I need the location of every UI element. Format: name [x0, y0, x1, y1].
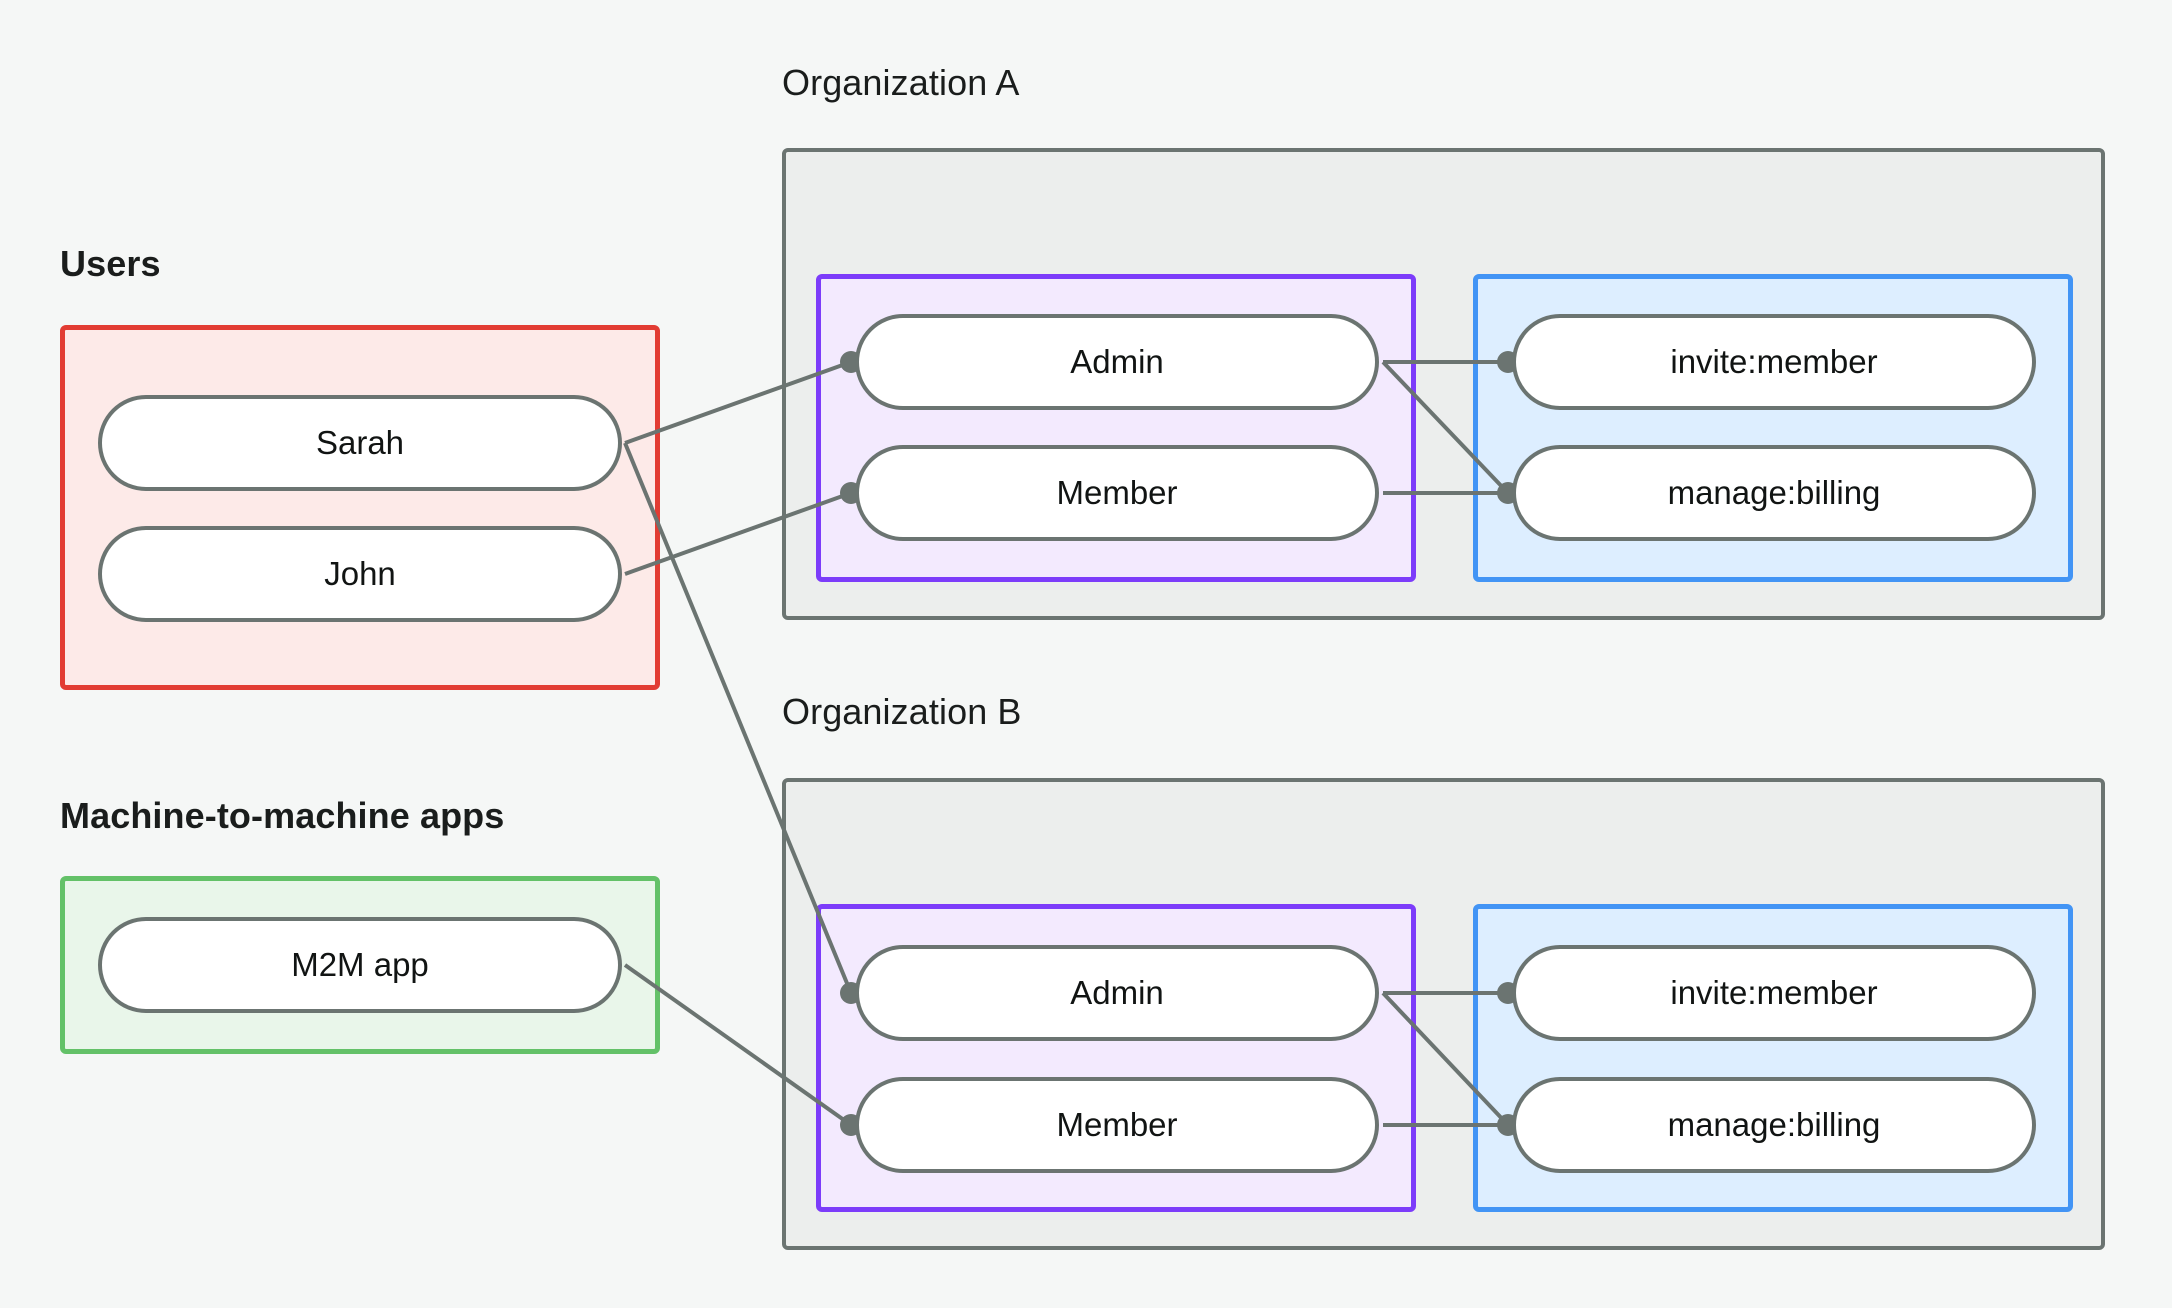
organization-a-permission-pill-manage-billing[interactable]: manage:billing — [1512, 445, 2036, 541]
organization-b-caption: Organization B — [782, 691, 1022, 732]
organization-a-caption: Organization A — [782, 62, 1020, 103]
organization-a-role-pill-member[interactable]: Member — [855, 445, 1379, 541]
user-label-sarah: Sarah — [315, 424, 405, 461]
user-label-john: John — [324, 555, 396, 592]
organization-b-permission-label-invite-member: invite:member — [1670, 974, 1878, 1011]
organization-a-permission-pill-invite-member[interactable]: invite:member — [1512, 314, 2036, 410]
user-pill-sarah[interactable]: Sarah — [98, 395, 622, 491]
users-group-box — [60, 325, 660, 690]
user-pill-john[interactable]: John — [98, 526, 622, 622]
organization-b-permission-pill-manage-billing[interactable]: manage:billing — [1512, 1077, 2036, 1173]
organization-b-permission-pill-invite-member[interactable]: invite:member — [1512, 945, 2036, 1041]
m2m-label-app: M2M app — [291, 946, 429, 983]
machine-apps-caption: Machine-to-machine apps — [60, 795, 505, 836]
organization-a-role-label-admin: Admin — [1070, 343, 1164, 380]
users-caption: Users — [60, 243, 161, 284]
organization-b-role-label-admin: Admin — [1070, 974, 1164, 1011]
organization-b-permission-label-manage-billing: manage:billing — [1667, 1106, 1881, 1143]
organization-b-role-pill-admin[interactable]: Admin — [855, 945, 1379, 1041]
organization-a-role-label-member: Member — [1056, 474, 1178, 511]
m2m-pill-app[interactable]: M2M app — [98, 917, 622, 1013]
organization-b-role-pill-member[interactable]: Member — [855, 1077, 1379, 1173]
organization-b-role-label-member: Member — [1056, 1106, 1178, 1143]
organization-a-permission-label-invite-member: invite:member — [1670, 343, 1878, 380]
organization-a-permission-label-manage-billing: manage:billing — [1667, 474, 1881, 511]
organization-a-role-pill-admin[interactable]: Admin — [855, 314, 1379, 410]
